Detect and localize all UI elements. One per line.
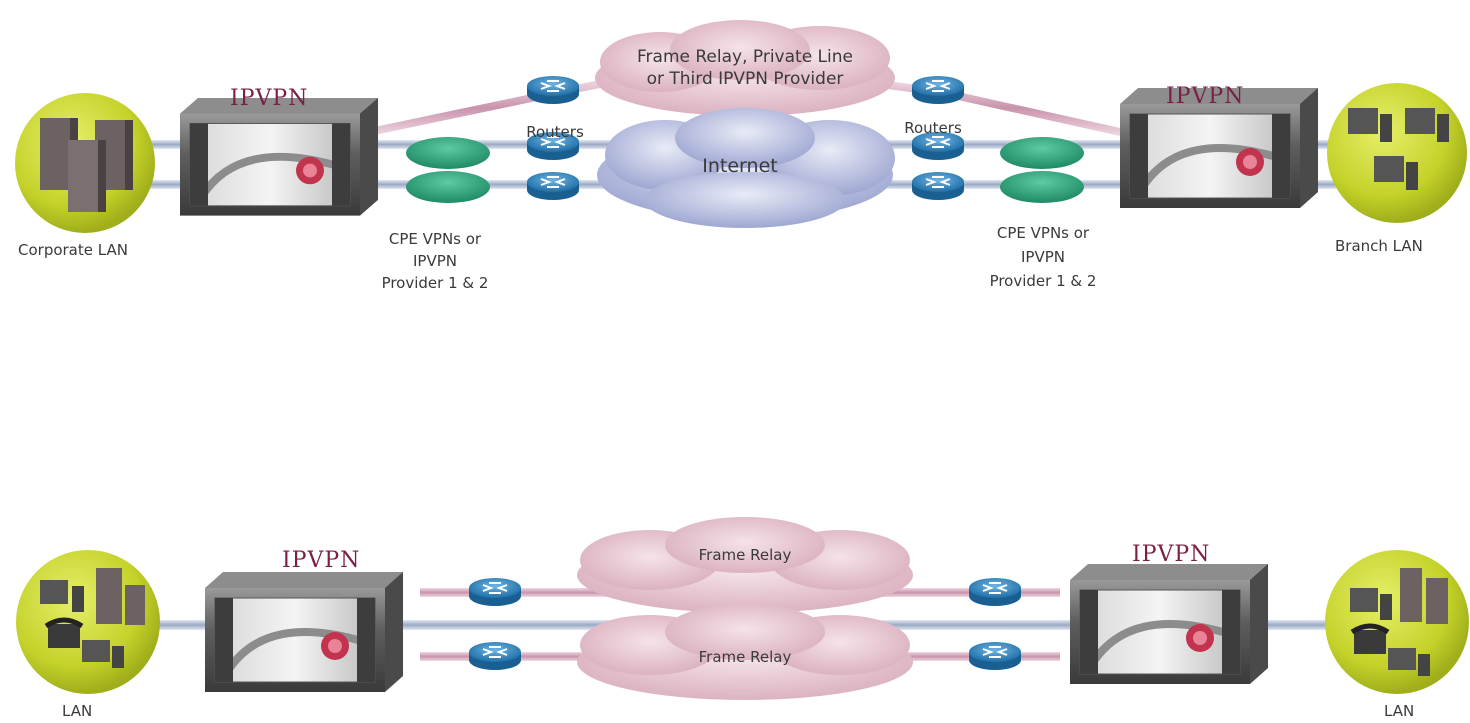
bottom-left-lan-label: LAN bbox=[62, 702, 93, 720]
bottom-right-gateway bbox=[1070, 564, 1268, 684]
upper-cloud-label-line2: or Third IPVPN Provider bbox=[646, 69, 844, 89]
frame-relay-cloud-2-label: Frame Relay bbox=[698, 648, 792, 666]
corporate-lan-label: Corporate LAN bbox=[18, 241, 128, 259]
workstation-icon bbox=[40, 568, 145, 668]
router-icon bbox=[468, 641, 522, 671]
router-icon bbox=[911, 75, 965, 105]
top-diagram bbox=[15, 20, 1467, 233]
vpn-tunnel-icon bbox=[1000, 137, 1084, 169]
router-icon bbox=[968, 641, 1022, 671]
router-icon bbox=[526, 171, 580, 201]
internet-cloud bbox=[597, 108, 895, 228]
server-icon bbox=[40, 118, 133, 212]
bottom-left-ipvpn-label: IPVPN bbox=[282, 548, 361, 573]
bottom-left-gateway bbox=[205, 572, 403, 692]
vpn-tunnel-icon bbox=[406, 171, 490, 203]
frame-relay-cloud-1 bbox=[577, 517, 913, 613]
phone-icon bbox=[44, 617, 84, 648]
bottom-diagram bbox=[16, 517, 1469, 700]
vpn-tunnel-icon bbox=[1000, 171, 1084, 203]
top-right-routers-label: Routers bbox=[904, 119, 962, 137]
vpn-tunnel-icon bbox=[406, 137, 490, 169]
top-left-ipvpn-label: IPVPN bbox=[230, 86, 309, 111]
workstation-icon bbox=[1350, 568, 1448, 676]
workstation-icon bbox=[1348, 108, 1449, 190]
top-right-cpe-label-line2: IPVPN bbox=[1021, 248, 1065, 266]
router-icon bbox=[526, 75, 580, 105]
top-right-ipvpn-label: IPVPN bbox=[1166, 84, 1245, 109]
top-right-cpe-label-line3: Provider 1 & 2 bbox=[989, 272, 1097, 290]
branch-lan-disk bbox=[1327, 83, 1467, 223]
top-left-gateway bbox=[180, 98, 378, 216]
top-left-cpe-label-line3: Provider 1 & 2 bbox=[381, 274, 489, 292]
router-icon bbox=[968, 577, 1022, 607]
phone-icon bbox=[1350, 623, 1390, 654]
router-icon bbox=[911, 171, 965, 201]
internet-cloud-label: Internet bbox=[702, 155, 778, 177]
router-icon bbox=[468, 577, 522, 607]
frame-relay-cloud-2 bbox=[577, 604, 913, 700]
top-left-cpe-label-line1: CPE VPNs or bbox=[388, 230, 482, 248]
top-right-cpe-label-line1: CPE VPNs or bbox=[996, 224, 1090, 242]
frame-relay-cloud-1-label: Frame Relay bbox=[698, 546, 792, 564]
bottom-right-ipvpn-label: IPVPN bbox=[1132, 542, 1211, 567]
upper-cloud-label-line1: Frame Relay, Private Line bbox=[637, 47, 853, 67]
corporate-lan-disk bbox=[15, 93, 155, 233]
bottom-right-lan-disk bbox=[1325, 550, 1469, 694]
bottom-left-lan-disk bbox=[16, 550, 160, 694]
frame-relay-private-line-cloud bbox=[595, 20, 895, 116]
bottom-right-lan-label: LAN bbox=[1384, 702, 1415, 720]
branch-lan-label: Branch LAN bbox=[1335, 237, 1423, 255]
top-left-routers-label: Routers bbox=[526, 123, 584, 141]
top-left-cpe-label-line2: IPVPN bbox=[413, 252, 457, 270]
